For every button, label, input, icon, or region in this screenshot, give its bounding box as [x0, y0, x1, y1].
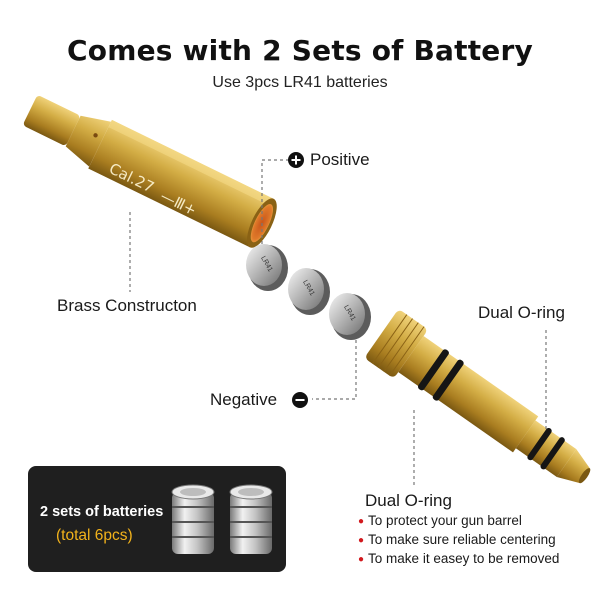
badge-title: 2 sets of batteries — [40, 504, 164, 520]
o-ring — [540, 437, 565, 470]
negative-label: Negative — [210, 390, 278, 409]
dual-o-ring-label-bottom: Dual O-ring — [365, 491, 452, 510]
o-ring — [418, 349, 449, 391]
battery-stack-icon — [229, 484, 273, 554]
brass-cartridge — [23, 96, 277, 248]
bullet-icon: ● — [358, 516, 365, 527]
battery-stacks — [171, 484, 273, 554]
plus-icon — [288, 152, 304, 168]
feature-item: ●To protect your gun barrel — [358, 513, 522, 528]
battery-coin-2: LR41 — [288, 268, 330, 315]
feature-item: ●To make sure reliable centering — [358, 532, 556, 547]
brass-construction-label: Brass Constructon — [57, 296, 197, 315]
battery-count-badge: 2 sets of batteries (total 6pcs) — [28, 466, 286, 572]
page-subtitle: Use 3pcs LR41 batteries — [212, 74, 388, 91]
page-title: Comes with 2 Sets of Battery — [67, 34, 533, 67]
o-ring — [527, 428, 552, 461]
positive-label: Positive — [310, 150, 370, 169]
feature-item: ●To make it easey to be removed — [358, 551, 560, 566]
dual-o-ring-label-top: Dual O-ring — [478, 303, 565, 322]
battery-coin-1: LR41 — [246, 244, 288, 291]
negative-callout-line — [312, 340, 357, 400]
battery-coin-3: LR41 — [329, 293, 371, 340]
bullet-icon: ● — [358, 535, 365, 546]
badge-subtitle: (total 6pcs) — [56, 527, 133, 544]
positive-callout-line — [261, 159, 290, 244]
feature-list: ●To protect your gun barrel ●To make sur… — [358, 512, 559, 569]
bullet-icon: ● — [358, 554, 365, 565]
o-ring — [432, 359, 464, 401]
brass-end-cap — [366, 310, 591, 484]
minus-icon — [292, 392, 308, 408]
battery-stack-icon — [171, 484, 215, 554]
